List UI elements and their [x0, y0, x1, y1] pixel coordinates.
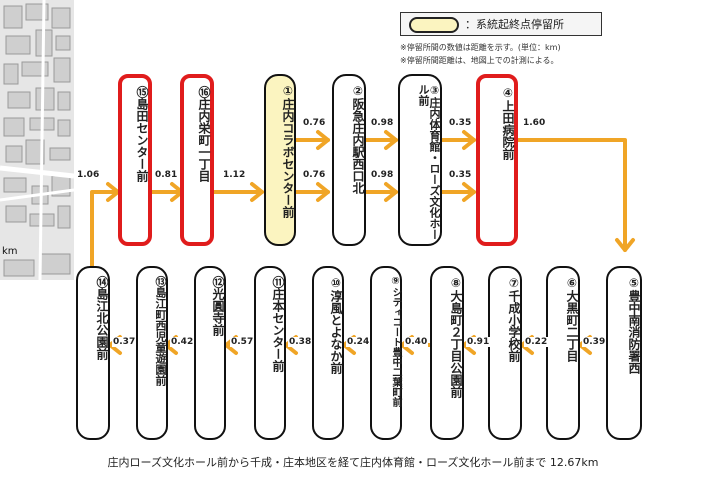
distance-10-11: 0.38 — [288, 337, 313, 347]
stop-10: ⑩淳風とよなか前 — [312, 266, 344, 440]
stop-7-label: ⑦千成小学校前 — [507, 276, 521, 362]
distance-2-3-up: 0.98 — [370, 118, 395, 128]
distance-5-6: 0.39 — [582, 337, 607, 347]
distance-14-15: 1.06 — [76, 170, 101, 180]
stop-5: ⑤豊中南消防署西 — [606, 266, 642, 440]
distance-3-4-up: 0.35 — [448, 118, 473, 128]
stop-4: ④上田病院前 — [476, 74, 518, 246]
stop-1-label: ①庄内コラボセンター前 — [281, 84, 295, 218]
legend: ：系統起終点停留所 — [400, 12, 602, 36]
stop-9-label: ⑨シティコート豊中二葉町前 — [390, 276, 401, 407]
stop-16: ⑯庄内栄町一丁目 — [180, 74, 214, 246]
route-total-caption: 庄内ローズ文化ホール前から千成・庄本地区を経て庄内体育館・ローズ文化ホール前まで… — [107, 456, 599, 469]
terminal-stop-swatch — [409, 17, 459, 33]
distance-1-2-up: 0.76 — [302, 118, 327, 128]
stop-10-label: ⑩淳風とよなか前 — [329, 276, 343, 374]
stop-13-label: ⑬島江町西児童遊園前 — [154, 276, 167, 386]
distance-12-13: 0.42 — [170, 337, 195, 347]
distance-11-12: 0.57 — [230, 337, 255, 347]
stop-16-label: ⑯庄内栄町一丁目 — [197, 86, 211, 182]
note-distance-measure: ※停留所間距離は、地図上での計測による。 — [400, 56, 559, 65]
distance-6-7: 0.22 — [524, 337, 549, 347]
stop-5-label: ⑤豊中南消防署西 — [627, 276, 641, 374]
stop-13: ⑬島江町西児童遊園前 — [136, 266, 168, 440]
distance-8-9: 0.40 — [404, 337, 429, 347]
stop-8: ⑧大島町２丁目公園前 — [430, 266, 464, 440]
scale-unit-label: km — [2, 246, 18, 257]
distance-9-10: 0.24 — [346, 337, 371, 347]
stop-9: ⑨シティコート豊中二葉町前 — [370, 266, 402, 440]
distance-7-8: 0.91 — [466, 337, 491, 347]
legend-label: ：系統起終点停留所 — [465, 18, 564, 31]
stop-15: ⑮島田センター前 — [118, 74, 152, 246]
distance-2-3-down: 0.98 — [370, 170, 395, 180]
stop-3-label: ③庄内体育館・ローズ文化ホール前 — [417, 84, 441, 240]
distance-15-16: 0.81 — [154, 170, 179, 180]
stop-11-label: ⑪庄本センター前 — [271, 276, 285, 372]
note-distance-unit: ※停留所間の数値は距離を示す。(単位：km) — [400, 43, 561, 52]
stop-2-label: ②阪急庄内駅西口北 — [351, 84, 365, 194]
stop-6: ⑥大黒町二丁目 — [546, 266, 580, 440]
distance-4-5: 1.60 — [522, 118, 547, 128]
stop-1-terminal: ①庄内コラボセンター前 — [264, 74, 296, 246]
stop-12: ⑫光圓寺前 — [194, 266, 226, 440]
stop-12-label: ⑫光圓寺前 — [211, 276, 225, 336]
distance-13-14: 0.37 — [112, 337, 137, 347]
distance-1-2-down: 0.76 — [302, 170, 327, 180]
stop-14: ⑭島江北公園前 — [76, 266, 110, 440]
stop-4-label: ④上田病院前 — [501, 86, 515, 160]
stop-6-label: ⑥大黒町二丁目 — [565, 276, 579, 362]
route-segment-14-15 — [90, 190, 120, 272]
distance-3-4-down: 0.35 — [448, 170, 473, 180]
stop-15-label: ⑮島田センター前 — [135, 86, 149, 182]
distance-16-1: 1.12 — [222, 170, 247, 180]
stop-14-label: ⑭島江北公園前 — [95, 276, 109, 360]
stop-7: ⑦千成小学校前 — [488, 266, 522, 440]
map-fragment: km — [0, 0, 74, 280]
stop-8-label: ⑧大島町２丁目公園前 — [449, 276, 463, 398]
route-segment-4-5 — [516, 138, 627, 252]
stop-2: ②阪急庄内駅西口北 — [332, 74, 366, 246]
stop-11: ⑪庄本センター前 — [254, 266, 286, 440]
stop-3: ③庄内体育館・ローズ文化ホール前 — [398, 74, 442, 246]
